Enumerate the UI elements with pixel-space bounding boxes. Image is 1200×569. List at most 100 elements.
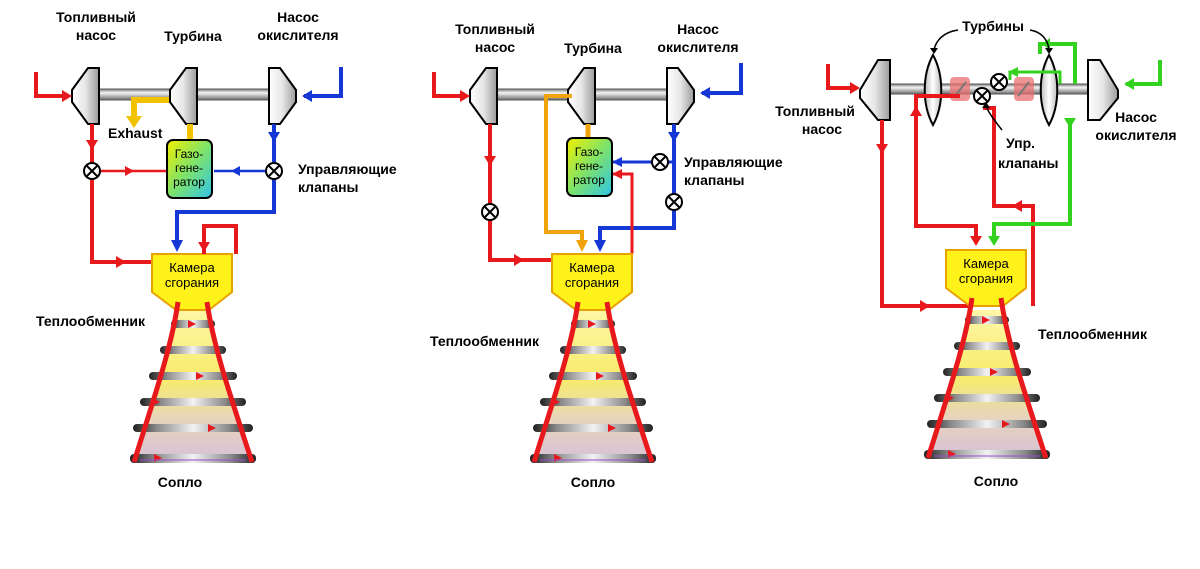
fuel-down-arrow xyxy=(484,156,496,166)
ox-top-line xyxy=(1038,42,1077,84)
fuel-main-line xyxy=(90,124,152,264)
wall-right xyxy=(204,301,255,463)
turbine-icon xyxy=(567,67,596,125)
callout-arrowhead xyxy=(1045,48,1053,54)
nozzle-assembly: Камера сгорания xyxy=(530,253,656,463)
ox-pump-label-1: Насос xyxy=(1115,109,1157,125)
fuel-valve-icon xyxy=(481,203,499,221)
turbine-exhaust-arrow xyxy=(910,106,922,116)
heat-exchanger-label: Теплообменник xyxy=(1038,326,1148,342)
ox-inlet-arrow xyxy=(302,90,312,102)
cooling-ring xyxy=(160,346,226,354)
fuel-to-generator-arrow xyxy=(125,166,134,176)
cooling-ring xyxy=(530,454,656,463)
cooling-ring xyxy=(533,424,653,432)
gas-generator-box xyxy=(166,139,213,199)
nozzle-label: Сопло xyxy=(158,474,202,490)
cooling-ring xyxy=(549,372,637,380)
nozzle-assembly: Камера сгорания xyxy=(130,253,256,463)
valve-icon xyxy=(990,73,1008,91)
gas-generator-label-1: Газо- xyxy=(575,145,603,159)
exhaust-label: Exhaust xyxy=(108,125,163,141)
ox-inlet-line xyxy=(304,67,343,98)
regen-return-arrow xyxy=(198,242,210,252)
fuel-inlet-line xyxy=(34,72,64,98)
ox-pump-icon xyxy=(1087,59,1119,121)
exhaust-arrow xyxy=(126,116,142,128)
cooling-ring xyxy=(927,420,1047,428)
ox-pump-label-2: окислителя xyxy=(1095,127,1176,143)
fuel-to-nozzle-arrow xyxy=(920,300,930,312)
cooling-ring xyxy=(924,450,1050,459)
turbines-callout xyxy=(1029,29,1050,51)
nozzle-label: Сопло xyxy=(974,473,1018,489)
nozzle-body xyxy=(928,310,1046,458)
fuel-inlet-arrow xyxy=(62,90,72,102)
ox-valve-icon xyxy=(665,193,683,211)
turbine-icon xyxy=(169,67,198,125)
callout-arrowhead xyxy=(930,48,938,54)
turbine-exhaust-line xyxy=(914,94,978,240)
cooling-ring xyxy=(540,398,646,406)
valve-icon xyxy=(973,87,991,105)
fuel-pump-label-2: насос xyxy=(475,39,515,55)
ox-inlet-line xyxy=(702,63,743,95)
ox-pump-label-1: Насос xyxy=(677,21,719,37)
cooling-ring xyxy=(130,454,256,463)
cooling-ring xyxy=(934,394,1040,402)
hot-gas-line xyxy=(544,94,584,246)
valves-label-2: клапаны xyxy=(298,179,359,195)
ox-to-chamber-arrow xyxy=(988,236,1000,246)
nozzle-assembly: Камера сгорания xyxy=(924,249,1050,459)
flow-marker xyxy=(588,320,596,328)
gas-generator-label-2: гене- xyxy=(575,159,603,173)
diagram-gas-generator-cycle: Газо- гене- ратор Камера сгорания xyxy=(34,9,397,490)
fuel-inlet-line xyxy=(826,64,852,90)
fuel-main-line xyxy=(488,124,552,262)
flow-marker xyxy=(990,368,998,376)
flow-marker xyxy=(208,424,216,432)
callout-arrowhead xyxy=(982,102,990,108)
hot-gas-arrow xyxy=(576,240,588,252)
flow-marker xyxy=(596,372,604,380)
chamber-label-1: Камера xyxy=(569,260,615,275)
ox-pump-label-2: окислителя xyxy=(257,27,338,43)
ox-down-arrow xyxy=(668,132,680,142)
gas-generator-label-2: гене- xyxy=(175,161,203,175)
ox-valve-icon xyxy=(265,162,283,180)
fuel-pump-label-1: Топливный xyxy=(56,9,136,25)
cooling-ring xyxy=(140,398,246,406)
ox-pump-label-1: Насос xyxy=(277,9,319,25)
ox-to-chamber-arrow xyxy=(171,240,183,252)
ox-main-line xyxy=(598,124,676,246)
ox-pump-icon xyxy=(268,67,297,125)
valves-label-1: Управляющие xyxy=(298,161,397,177)
turbines-label: Турбины xyxy=(962,18,1024,34)
fuel-valve-icon xyxy=(83,162,101,180)
chamber-label-1: Камера xyxy=(963,256,1009,271)
ox-pump-label-2: окислителя xyxy=(657,39,738,55)
fuel-pump-icon xyxy=(859,59,891,121)
fuel-pump-label-1: Топливный xyxy=(775,103,855,119)
ox-to-chamber-arrow xyxy=(594,240,606,252)
gas-generator-label-1: Газо- xyxy=(175,147,203,161)
wall-left xyxy=(925,297,975,459)
fuel-pump-icon xyxy=(71,67,100,125)
fuel-down-arrow xyxy=(876,144,888,154)
flow-marker xyxy=(982,316,990,324)
ox-down-arrow xyxy=(1064,118,1076,128)
valves-label-1: Упр. xyxy=(1006,135,1035,151)
gas-generator-box xyxy=(566,137,613,197)
flow-marker xyxy=(608,424,616,432)
ox-main-line xyxy=(992,120,1072,240)
fuel-inlet-arrow xyxy=(460,90,470,102)
regen-return-arrow xyxy=(1012,200,1022,212)
cooling-ring xyxy=(943,368,1031,376)
fuel-main-line xyxy=(880,120,968,308)
flow-marker xyxy=(1002,420,1010,428)
cooling-ring xyxy=(133,424,253,432)
ox-inlet-line xyxy=(1126,60,1162,86)
nozzle-body xyxy=(134,310,252,462)
ox-bypass-line xyxy=(1008,70,1062,84)
